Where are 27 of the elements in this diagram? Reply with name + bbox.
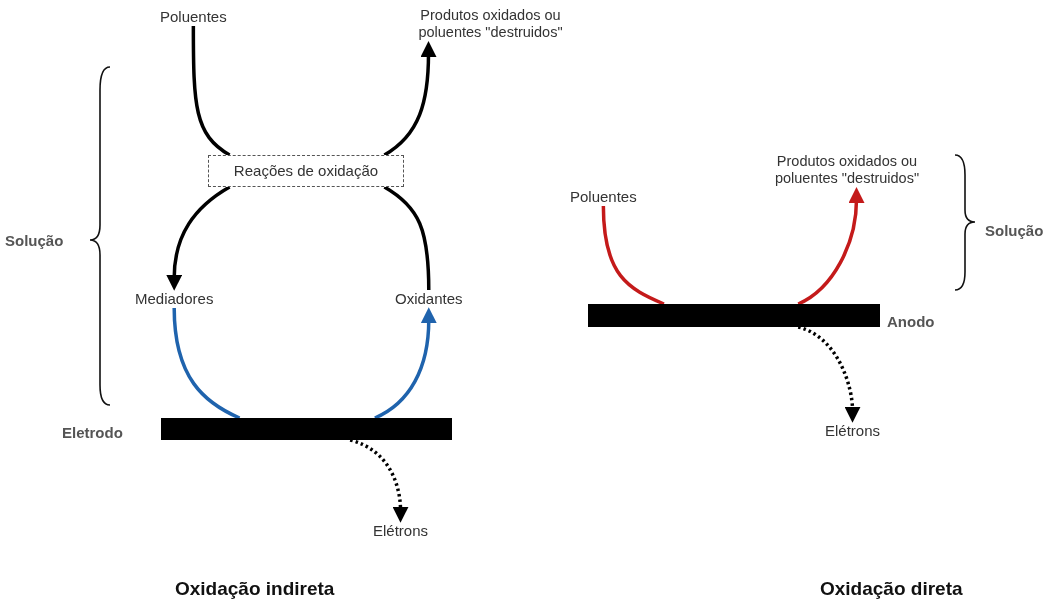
arrow xyxy=(797,325,861,423)
electrode-bar xyxy=(588,304,880,327)
solution-label: Solução xyxy=(985,222,1044,239)
arrow xyxy=(797,187,865,306)
process-box: Reações de oxidação xyxy=(208,155,404,187)
arrow xyxy=(166,185,231,291)
species-label: Poluentes xyxy=(570,188,637,206)
arrow xyxy=(383,41,437,157)
electrode-bar xyxy=(161,418,452,440)
diagram-caption: Oxidação direta xyxy=(820,578,963,600)
arrow xyxy=(349,438,409,523)
electrode-label: Anodo xyxy=(887,313,935,330)
connector-line xyxy=(191,26,231,157)
species-label: Poluentes xyxy=(160,8,227,26)
electrode-label: Eletrodo xyxy=(62,424,123,441)
species-label: Elétrons xyxy=(373,522,429,540)
species-label: Mediadores xyxy=(135,290,214,308)
species-label: Produtos oxidados ou poluentes "destruidos" xyxy=(413,7,568,42)
connector-line xyxy=(172,307,241,420)
arrow xyxy=(374,307,437,420)
connector-line xyxy=(383,185,431,291)
species-label: Produtos oxidados ou poluentes "destruidos" xyxy=(752,153,942,188)
connector-line xyxy=(601,205,665,306)
species-label: Oxidantes xyxy=(395,290,463,308)
solution-label: Solução xyxy=(5,232,64,249)
species-label: Elétrons xyxy=(825,422,881,440)
diagram-caption: Oxidação indireta xyxy=(175,578,335,600)
